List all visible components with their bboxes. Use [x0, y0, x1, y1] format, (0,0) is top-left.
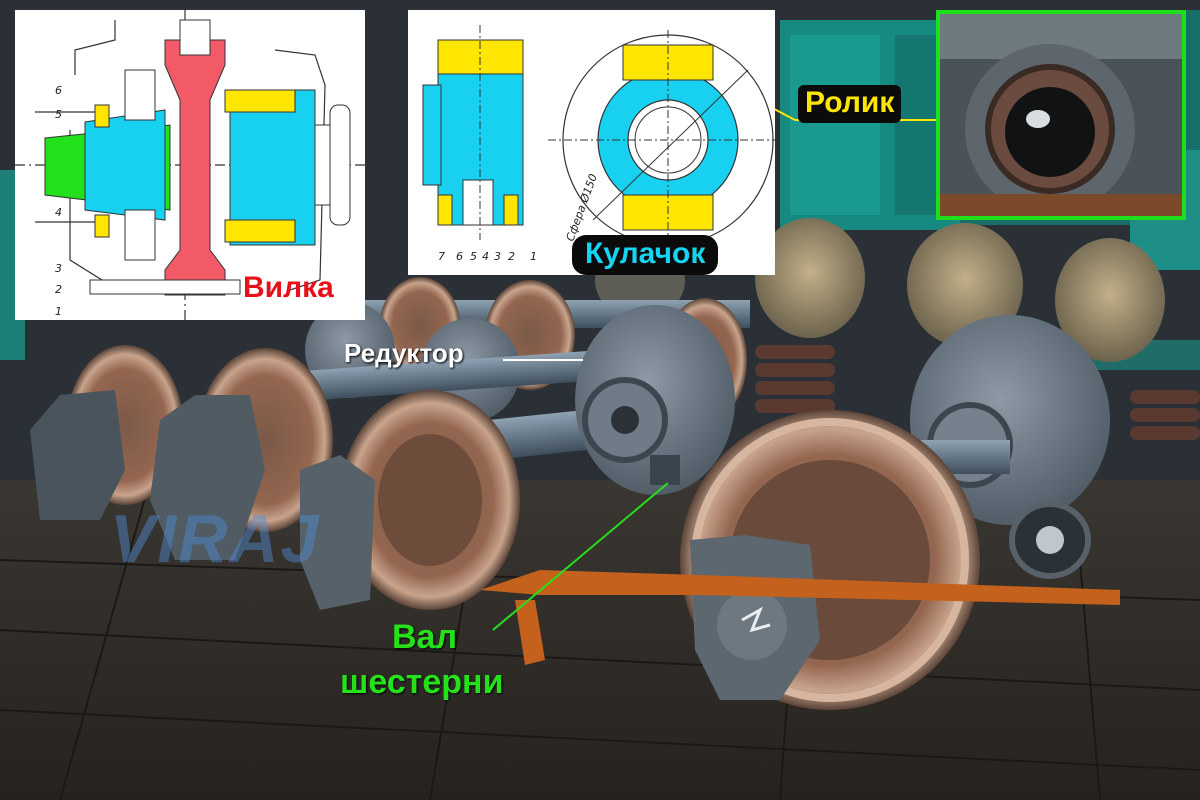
drawing-number: 2 — [508, 250, 515, 263]
drawing-number: 6 — [456, 250, 463, 263]
label-cam: Кулачок — [572, 235, 719, 275]
drawing-number: 6 — [55, 84, 62, 97]
drawing-number: 3 — [55, 262, 62, 275]
gear-cross-section-drawing: 6 5 4 3 2 1 — [15, 10, 365, 320]
drawing-number: 2 — [55, 283, 62, 296]
drawing-number: 3 — [494, 250, 501, 263]
drawing-number: 5 — [55, 108, 62, 121]
cam-drawing: Сфера Ø150 7 6 5 4 3 2 1 — [408, 10, 775, 275]
drawing-number: 7 — [438, 250, 445, 263]
drawing-number: 4 — [55, 206, 62, 219]
watermark-text: VIRAJ — [110, 501, 321, 577]
roller-closeup-svg — [940, 14, 1182, 216]
label-roller: Ролик — [798, 85, 902, 123]
drawing-number: 1 — [55, 305, 62, 318]
label-gearbox: Редуктор — [344, 338, 464, 368]
cross-section-svg: 6 5 4 3 2 1 — [15, 10, 365, 320]
drawing-number: 5 — [470, 250, 477, 263]
label-shaft: Вал — [392, 618, 458, 656]
roller-closeup-inset — [936, 10, 1186, 220]
drawing-number: 1 — [530, 250, 537, 263]
drawing-number: 4 — [482, 250, 489, 263]
label-gear: шестерни — [340, 663, 504, 701]
cam-svg: Сфера Ø150 7 6 5 4 3 2 1 — [422, 25, 775, 263]
label-fork: Вилка — [243, 271, 334, 304]
